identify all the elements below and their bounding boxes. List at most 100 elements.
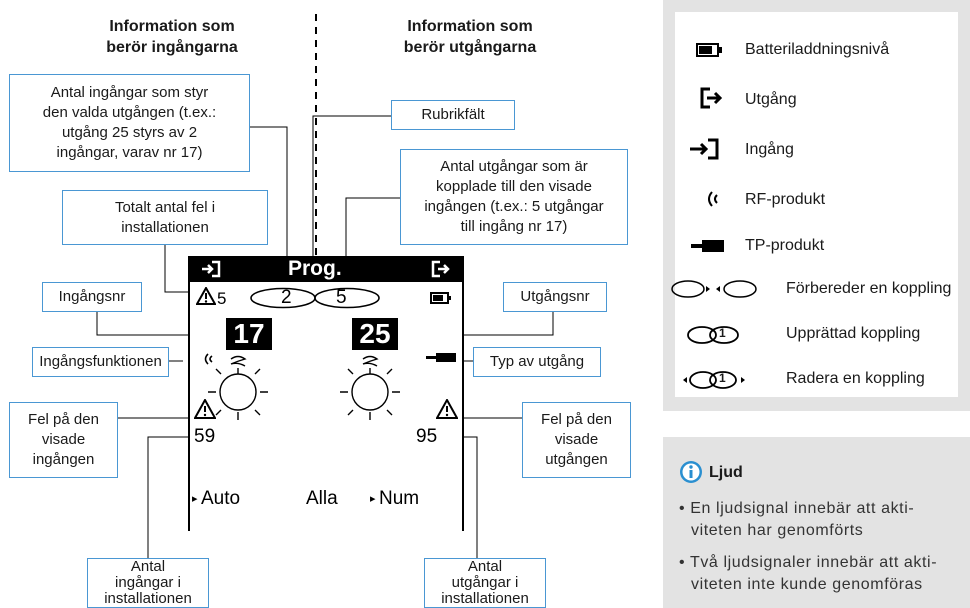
sound-bullet-1-l1: • En ljudsignal innebär att akti- — [679, 500, 915, 517]
softkey-num-arrow-icon: ▸ — [370, 493, 376, 505]
rf-legend-icon — [708, 191, 718, 207]
sound-title: Ljud — [709, 464, 743, 481]
battery-legend-icon — [696, 43, 722, 57]
callout-inputs-in-install-l2: ingångar i — [115, 574, 181, 591]
lcd-screen: Prog. 5 2 5 17 25 — [188, 256, 464, 531]
callout-output-type-label: Typ av utgång — [489, 353, 585, 370]
sound-bullet-2-l1: • Två ljudsignaler innebär att akti- — [679, 554, 938, 571]
callout-input-error: Fel på den visade ingången — [9, 402, 118, 478]
callout-outputs-count: Antal utgångar som är kopplade till den … — [400, 149, 628, 245]
callout-output-type: Typ av utgång — [473, 347, 601, 377]
callout-output-error-l3: utgången — [545, 451, 608, 468]
callout-output-no: Utgångsnr — [503, 282, 607, 312]
callout-output-error-l2: visade — [554, 431, 599, 448]
input-error-warning-icon — [194, 399, 216, 419]
tp-product-icon — [426, 353, 456, 362]
sound-bullet-1-l2: viteten har genomförts — [691, 522, 864, 539]
link-symbol — [250, 287, 380, 309]
callout-input-function-label: Ingångsfunktionen — [39, 353, 162, 370]
callout-inputs-count: Antal ingångar som styr den valda utgång… — [9, 74, 250, 172]
output-icon — [431, 260, 450, 278]
callout-inputs-count-l2: den valda utgången (t.ex.: — [42, 104, 217, 121]
tp-legend-icon — [691, 240, 724, 252]
output-legend-icon — [700, 87, 723, 109]
callout-outputs-count-l1: Antal utgångar som är — [440, 158, 588, 175]
legend-input: Ingång — [745, 141, 794, 158]
callout-outputs-in-install-l1: Antal — [467, 558, 503, 575]
legend-panel: Batteriladdningsnivå Utgång Ingång RF-pr… — [663, 0, 970, 411]
input-lamp-icon — [208, 355, 268, 420]
callout-output-no-label: Utgångsnr — [520, 288, 590, 305]
right-header-line1: Information som — [407, 18, 533, 35]
input-legend-icon — [690, 138, 719, 160]
link-established-icon — [687, 326, 739, 344]
callout-inputs-in-install: Antal ingångar i installationen — [87, 558, 209, 608]
callout-header-field: Rubrikfält — [391, 100, 515, 130]
softkey-alla[interactable]: Alla — [306, 488, 338, 509]
callout-inputs-in-install-l1: Antal — [130, 558, 166, 575]
rf-product-icon — [204, 353, 213, 365]
lcd-input-errors: 59 — [194, 426, 216, 447]
lcd-output-errors: 95 — [416, 426, 438, 447]
callout-input-error-l2: visade — [41, 431, 86, 448]
callout-input-error-l1: Fel på den — [28, 411, 99, 428]
callout-output-error-l1: Fel på den — [541, 411, 612, 428]
link-established-number: 1 — [719, 326, 726, 340]
left-header-line1: Information som — [109, 18, 235, 35]
callout-input-no: Ingångsnr — [42, 282, 142, 312]
sound-panel: Ljud • En ljudsignal innebär att akti- v… — [663, 437, 970, 608]
left-header: Information som berör ingångarna — [72, 16, 272, 58]
legend-battery: Batteriladdningsnivå — [745, 41, 890, 58]
callout-output-error: Fel på den visade utgången — [522, 402, 631, 478]
legend-output: Utgång — [745, 91, 797, 108]
output-lamp-icon — [340, 355, 400, 420]
right-header: Information som berör utgångarna — [370, 16, 570, 58]
sound-bullet-1: • En ljudsignal innebär att akti- vitete… — [679, 498, 959, 542]
lcd-link-left: 2 — [281, 287, 292, 308]
callout-outputs-in-install: Antal utgångar i installationen — [424, 558, 546, 608]
softkey-num[interactable]: Num — [379, 488, 420, 509]
battery-icon — [430, 292, 451, 304]
left-header-line2: berör ingångarna — [106, 39, 238, 56]
callout-input-function: Ingångsfunktionen — [32, 347, 169, 377]
callout-outputs-count-l4: till ingång nr 17) — [460, 218, 568, 235]
softkey-auto[interactable]: Auto — [201, 488, 241, 509]
total-errors-warning-icon — [196, 287, 216, 305]
output-error-warning-icon — [436, 399, 458, 419]
callout-input-error-l3: ingången — [32, 451, 95, 468]
input-icon — [202, 260, 221, 278]
legend-tp: TP-produkt — [745, 237, 825, 254]
lcd-output-number: 25 — [352, 318, 398, 350]
callout-outputs-count-l2: kopplade till den visade — [436, 178, 592, 195]
callout-total-errors-l2: installationen — [121, 218, 209, 236]
callout-inputs-in-install-l3: installationen — [104, 590, 192, 607]
lcd-error-count: 5 — [217, 289, 227, 308]
link-delete-number: 1 — [719, 371, 726, 385]
sound-bullet-2: • Två ljudsignaler innebär att akti- vit… — [679, 552, 959, 596]
legend-established: Upprättad koppling — [786, 325, 921, 342]
legend-inner — [675, 12, 958, 397]
callout-outputs-in-install-l3: installationen — [441, 590, 529, 607]
info-icon — [680, 461, 702, 483]
lcd-link-right: 5 — [336, 287, 347, 308]
softkey-auto-arrow-icon: ▸ — [192, 493, 198, 505]
callout-inputs-count-l1: Antal ingångar som styr — [50, 84, 209, 101]
callout-total-errors-l1: Totalt antal fel i — [114, 198, 216, 216]
lcd-title: Prog. — [288, 257, 342, 280]
sound-bullet-2-l2: viteten inte kunde genomföras — [691, 576, 923, 593]
link-delete-icon — [683, 371, 745, 389]
lcd-header-bar: Prog. — [190, 256, 462, 282]
right-header-line2: berör utgångarna — [403, 39, 537, 56]
legend-delete: Radera en koppling — [786, 370, 925, 387]
legend-preparing: Förbereder en koppling — [786, 280, 952, 297]
link-prepare-icon — [671, 280, 757, 298]
callout-inputs-count-l4: ingångar, varav nr 17) — [56, 144, 203, 161]
callout-input-no-label: Ingångsnr — [58, 288, 126, 305]
callout-total-errors: Totalt antal fel i installationen — [62, 190, 268, 245]
callout-inputs-count-l3: utgång 25 styrs av 2 — [61, 124, 198, 141]
callout-outputs-in-install-l2: utgångar i — [451, 574, 519, 591]
lcd-input-number: 17 — [226, 318, 272, 350]
callout-header-field-label: Rubrikfält — [421, 106, 485, 123]
legend-rf: RF-produkt — [745, 191, 826, 208]
callout-outputs-count-l3: ingången (t.ex.: 5 utgångar — [424, 198, 604, 215]
